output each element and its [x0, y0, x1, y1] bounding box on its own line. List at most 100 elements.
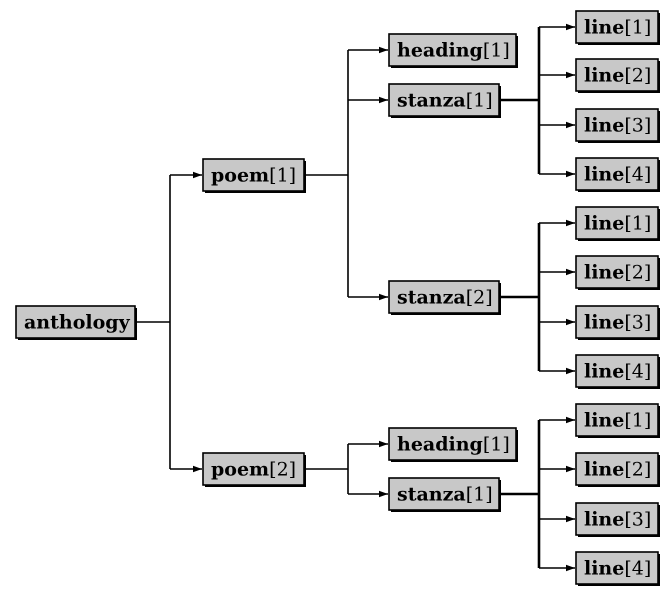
node-label: line[2]: [584, 262, 651, 284]
node-label: poem[1]: [211, 165, 296, 187]
node-label: stanza[1]: [397, 484, 493, 506]
node-label: line[4]: [584, 558, 651, 580]
node-line-1: line[1]: [575, 10, 660, 45]
node-label: line[2]: [584, 459, 651, 481]
node-label: line[1]: [584, 213, 651, 235]
node-box: [388, 33, 517, 67]
node-index: [1]: [483, 40, 510, 62]
node-name: line: [584, 115, 624, 137]
node-label: heading[1]: [397, 434, 510, 456]
node-box: [575, 206, 659, 240]
node-anthology: anthology: [15, 305, 137, 340]
node-line-2: line[2]: [575, 58, 660, 93]
node-box: [575, 551, 659, 585]
node-name: stanza: [397, 287, 466, 309]
node-name: stanza: [397, 90, 466, 112]
node-box: [575, 452, 659, 486]
node-heading-1: heading[1]: [388, 33, 518, 68]
node-box: [202, 452, 305, 486]
node-label: stanza[1]: [397, 90, 493, 112]
node-box: [388, 477, 500, 511]
node-name: poem: [211, 459, 269, 481]
node-name: line: [584, 459, 624, 481]
node-name: line: [584, 164, 624, 186]
node-name: line: [584, 361, 624, 383]
node-line-1: line[1]: [575, 403, 660, 438]
node-box: [202, 158, 305, 192]
node-name: line: [584, 17, 624, 39]
node-index: [3]: [624, 115, 651, 137]
nodes-layer: anthologypoem[1]heading[1]stanza[1]line[…: [15, 10, 660, 586]
node-index: [2]: [624, 65, 651, 87]
node-name: line: [584, 558, 624, 580]
node-poem-1: poem[1]: [202, 158, 306, 193]
node-line-3: line[3]: [575, 502, 660, 537]
node-label: line[3]: [584, 509, 651, 531]
node-label: line[3]: [584, 115, 651, 137]
node-index: [1]: [624, 410, 651, 432]
node-index: [1]: [483, 434, 510, 456]
node-box: [388, 83, 500, 117]
node-index: [3]: [624, 312, 651, 334]
node-name: stanza: [397, 484, 466, 506]
node-label: line[1]: [584, 410, 651, 432]
node-index: [1]: [624, 17, 651, 39]
node-box: [575, 403, 659, 437]
node-name: poem: [211, 165, 269, 187]
node-line-2: line[2]: [575, 255, 660, 290]
node-index: [1]: [466, 484, 493, 506]
node-stanza-1: stanza[1]: [388, 477, 501, 512]
node-index: [3]: [624, 509, 651, 531]
node-name: line: [584, 262, 624, 284]
node-line-1: line[1]: [575, 206, 660, 241]
node-box: [575, 354, 659, 388]
node-name: line: [584, 312, 624, 334]
node-label: line[1]: [584, 17, 651, 39]
node-name: heading: [397, 434, 483, 456]
node-label: line[2]: [584, 65, 651, 87]
node-box: [575, 502, 659, 536]
node-label: stanza[2]: [397, 287, 493, 309]
node-line-4: line[4]: [575, 354, 660, 389]
node-box: [575, 58, 659, 92]
node-index: [2]: [624, 459, 651, 481]
node-name: line: [584, 410, 624, 432]
node-index: [4]: [624, 558, 651, 580]
node-heading-1: heading[1]: [388, 427, 518, 462]
node-name: line: [584, 213, 624, 235]
node-line-3: line[3]: [575, 305, 660, 340]
node-line-3: line[3]: [575, 108, 660, 143]
node-box: [575, 108, 659, 142]
node-stanza-1: stanza[1]: [388, 83, 501, 118]
node-box: [575, 10, 659, 44]
node-index: [2]: [624, 262, 651, 284]
node-box: [575, 255, 659, 289]
node-box: [388, 427, 517, 461]
node-box: [575, 305, 659, 339]
node-label: line[3]: [584, 312, 651, 334]
node-line-4: line[4]: [575, 551, 660, 586]
node-line-4: line[4]: [575, 157, 660, 192]
node-stanza-2: stanza[2]: [388, 280, 501, 315]
node-name: heading: [397, 40, 483, 62]
node-name: line: [584, 509, 624, 531]
node-poem-2: poem[2]: [202, 452, 306, 487]
node-name: anthology: [24, 312, 131, 334]
node-index: [4]: [624, 361, 651, 383]
node-box: [575, 157, 659, 191]
node-index: [1]: [624, 213, 651, 235]
node-label: line[4]: [584, 361, 651, 383]
node-label: anthology: [24, 312, 131, 334]
edges-layer: [137, 23, 575, 572]
node-box: [15, 305, 136, 339]
node-line-2: line[2]: [575, 452, 660, 487]
node-box: [388, 280, 500, 314]
node-label: poem[2]: [211, 459, 296, 481]
node-index: [2]: [269, 459, 296, 481]
node-name: line: [584, 65, 624, 87]
node-index: [1]: [466, 90, 493, 112]
node-label: heading[1]: [397, 40, 510, 62]
node-index: [4]: [624, 164, 651, 186]
node-label: line[4]: [584, 164, 651, 186]
